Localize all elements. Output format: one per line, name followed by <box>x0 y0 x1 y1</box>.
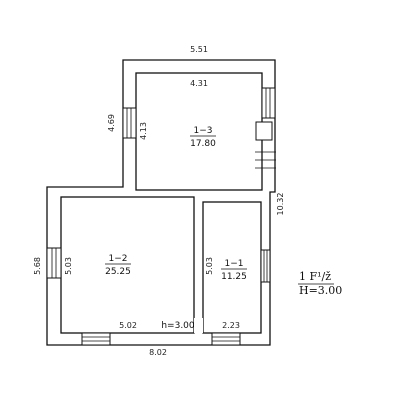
wall-niche <box>255 121 273 141</box>
dim-top-outer: 5.51 <box>190 45 208 54</box>
dim-bottom-right-inner: 2.23 <box>222 321 240 330</box>
door-right-wall <box>255 151 276 169</box>
dim-lower-left-inner: 5.03 <box>64 257 73 275</box>
dim-upper-left-inner: 4.13 <box>139 122 148 140</box>
dim-top-inner: 4.31 <box>190 79 208 88</box>
svg-text:1−1: 1−1 <box>225 259 244 269</box>
room-1-2-label: 1−2 25.25 <box>105 254 131 277</box>
dim-bottom-outer: 8.02 <box>149 348 167 357</box>
svg-text:25.25: 25.25 <box>105 267 131 277</box>
svg-text:1−2: 1−2 <box>109 254 128 264</box>
window-lower-left <box>46 247 62 279</box>
window-upper-left <box>122 107 137 139</box>
svg-text:1−3: 1−3 <box>194 126 213 136</box>
room-1-1-label: 1−1 11.25 <box>221 259 247 282</box>
window-bottom-right <box>211 332 241 346</box>
floor-legend: 1 F¹/ž H=3.00 <box>298 270 342 297</box>
svg-text:1 F¹/ž: 1 F¹/ž <box>299 270 331 283</box>
window-upper-right <box>261 87 276 119</box>
dim-upper-left-outer: 4.69 <box>107 114 116 132</box>
ceiling-height: h=3.00 <box>161 321 195 331</box>
window-bottom-left <box>81 332 111 346</box>
dim-lower-left-outer: 5.68 <box>33 257 42 275</box>
svg-text:H=3.00: H=3.00 <box>299 284 342 297</box>
dim-bottom-left-inner: 5.02 <box>119 321 137 330</box>
svg-text:11.25: 11.25 <box>221 272 247 282</box>
room-1-3-label: 1−3 17.80 <box>190 126 216 149</box>
room-1-2-inner <box>60 196 195 334</box>
svg-text:17.80: 17.80 <box>190 139 216 149</box>
window-lower-right <box>260 249 271 283</box>
dim-right-outer: 10.32 <box>276 193 285 216</box>
dim-middle-wall: 5.03 <box>205 257 214 275</box>
door-opening-bottom <box>194 318 203 333</box>
